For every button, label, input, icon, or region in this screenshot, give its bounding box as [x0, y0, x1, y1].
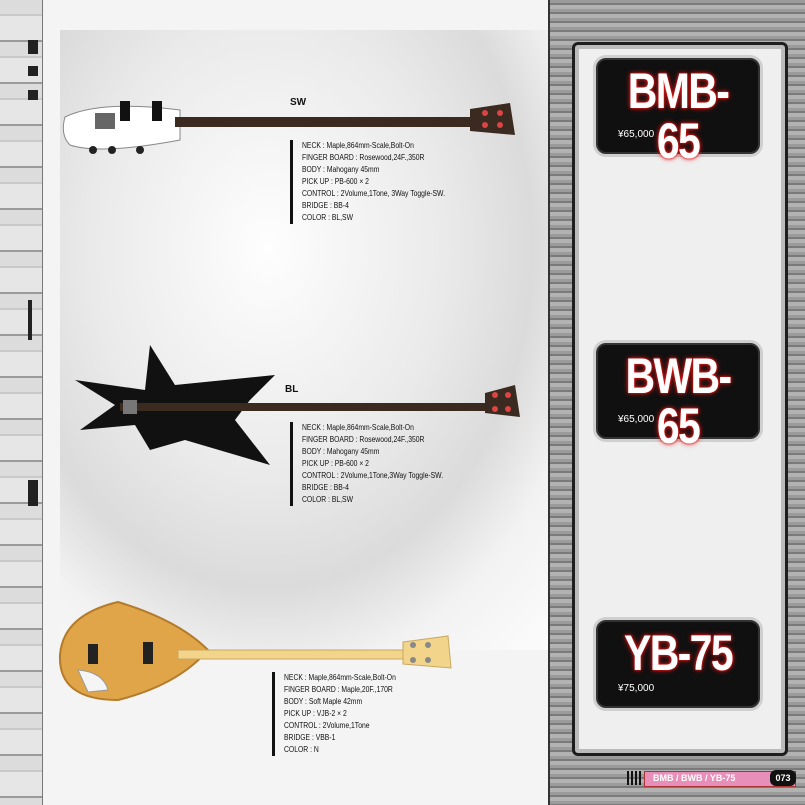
spec-line: CONTROL : 2Volume,1Tone,3Way Toggle-SW.: [302, 471, 444, 480]
footer-section-title: BMB / BWB / YB-75: [653, 773, 736, 783]
spec-line: FINGER BOARD : Maple,20F.,170R: [284, 685, 393, 694]
spec-line: BODY : Mahogany 45mm: [302, 165, 380, 174]
spec-line: BRIDGE : BB-4: [302, 483, 349, 492]
spec-line: BODY : Mahogany 45mm: [302, 447, 380, 456]
spec-line: CONTROL : 2Volume,1Tone: [284, 721, 370, 730]
model-card-bmb65: BMB-65 ¥65,000: [596, 58, 760, 166]
footer-section-bar: BMB / BWB / YB-75: [644, 771, 796, 787]
spec-line: CONTROL : 2Volume,1Tone, 3Way Toggle-SW.: [302, 189, 445, 198]
spec-list: NECK : Maple,864mm-Scale,Bolt-On FINGER …: [290, 140, 470, 224]
spec-line: FINGER BOARD : Rosewood,24F.,350R: [302, 435, 425, 444]
white-bass-illustration: [62, 101, 515, 154]
spec-list: NECK : Maple,864mm-Scale,Bolt-On FINGER …: [272, 672, 416, 756]
guitar-label: SW: [290, 97, 307, 108]
spec-line: BRIDGE : VBB-1: [284, 733, 336, 742]
page-number: 073: [770, 770, 796, 786]
model-price: ¥65,000: [618, 129, 655, 140]
model-name: BMB-65: [627, 63, 730, 169]
spec-line: NECK : Maple,864mm-Scale,Bolt-On: [302, 423, 414, 432]
spec-line: FINGER BOARD : Rosewood,24F.,350R: [302, 153, 425, 162]
spec-line: COLOR : N: [284, 745, 319, 754]
spec-line: COLOR : BL,SW: [302, 495, 354, 504]
rail-block: [28, 480, 38, 506]
rail-block: [28, 40, 38, 54]
footer-stripes: [627, 771, 641, 785]
rail-block: [28, 90, 38, 100]
model-price: ¥75,000: [618, 683, 655, 694]
spec-line: NECK : Maple,864mm-Scale,Bolt-On: [302, 141, 414, 150]
rail-block: [28, 66, 38, 76]
black-bass-illustration: [75, 345, 520, 465]
spec-line: COLOR : BL,SW: [302, 213, 354, 222]
teardrop-bass-illustration: [58, 600, 452, 702]
model-name: BWB-65: [625, 348, 732, 454]
spec-line: PICK UP : PB-600 × 2: [302, 177, 369, 186]
spec-list: NECK : Maple,864mm-Scale,Bolt-On FINGER …: [290, 422, 468, 506]
model-card-bwb65: BWB-65 ¥65,000: [596, 343, 760, 451]
model-name: YB-75: [623, 625, 734, 681]
model-card-yb75: YB-75 ¥75,000: [596, 620, 760, 708]
model-price: ¥65,000: [618, 414, 655, 425]
guitar-label: BL: [285, 384, 299, 395]
spec-line: PICK UP : VJB-2 × 2: [284, 709, 347, 718]
rail-block: [28, 300, 32, 340]
spec-line: BRIDGE : BB-4: [302, 201, 349, 210]
spec-line: NECK : Maple,864mm-Scale,Bolt-On: [284, 673, 396, 682]
spec-line: PICK UP : PB-600 × 2: [302, 459, 369, 468]
left-tech-border: [0, 0, 43, 805]
spec-line: BODY : Soft Maple 42mm: [284, 697, 363, 706]
